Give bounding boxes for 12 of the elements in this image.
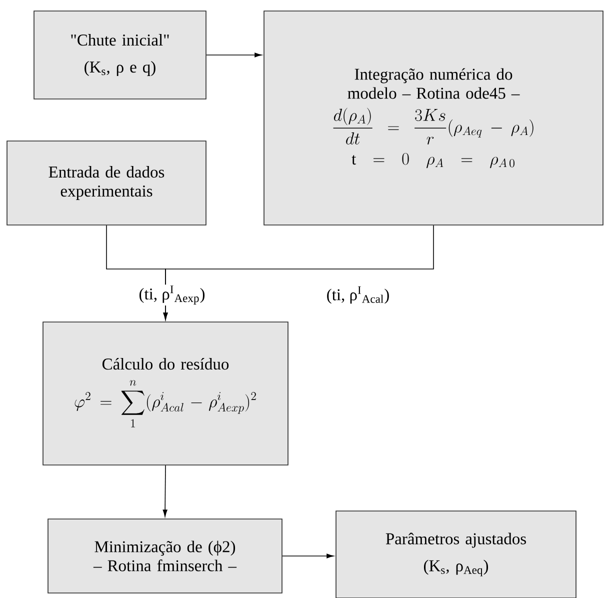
process-box: Parâmetros ajustados (K$_{s}$, ρ$_{Aeq}$)	[336, 510, 576, 598]
process-box: Minimização de (ϕ2) – Rotina fminserch –	[48, 518, 282, 594]
edge-label: (ti, ρ$^{I}$$_{Aexp}$)	[138, 284, 206, 306]
process-box: "Chute inicial" (K$_{s}$, ρ e q)	[34, 10, 206, 100]
process-box: Cálculo do resíduo $\varphi^{2} = \sum_{1}^{n} (\rho^{i}_{Acal} - \rho^{i}_{Aexp})^{2}$	[42, 322, 288, 466]
edge-label: (ti, ρ$^{I}$$_{Acal}$)	[325, 285, 391, 305]
arrow	[162, 465, 168, 517]
arrow	[206, 52, 262, 58]
process-box: Entrada de dados experimentais	[6, 140, 206, 226]
arrow	[163, 225, 434, 320]
process-box: Integração numérica do modelo – Rotina ode45 – $\frac{d(\rho_{A})}{dt} = \frac{3Ks}{r}(\rho_{Aeq} - \rho_{A})$ $\mathrm{t} = 0 \quad \rho_{A} = \rho_{A\,0}$	[264, 10, 604, 226]
arrow	[282, 554, 334, 558]
